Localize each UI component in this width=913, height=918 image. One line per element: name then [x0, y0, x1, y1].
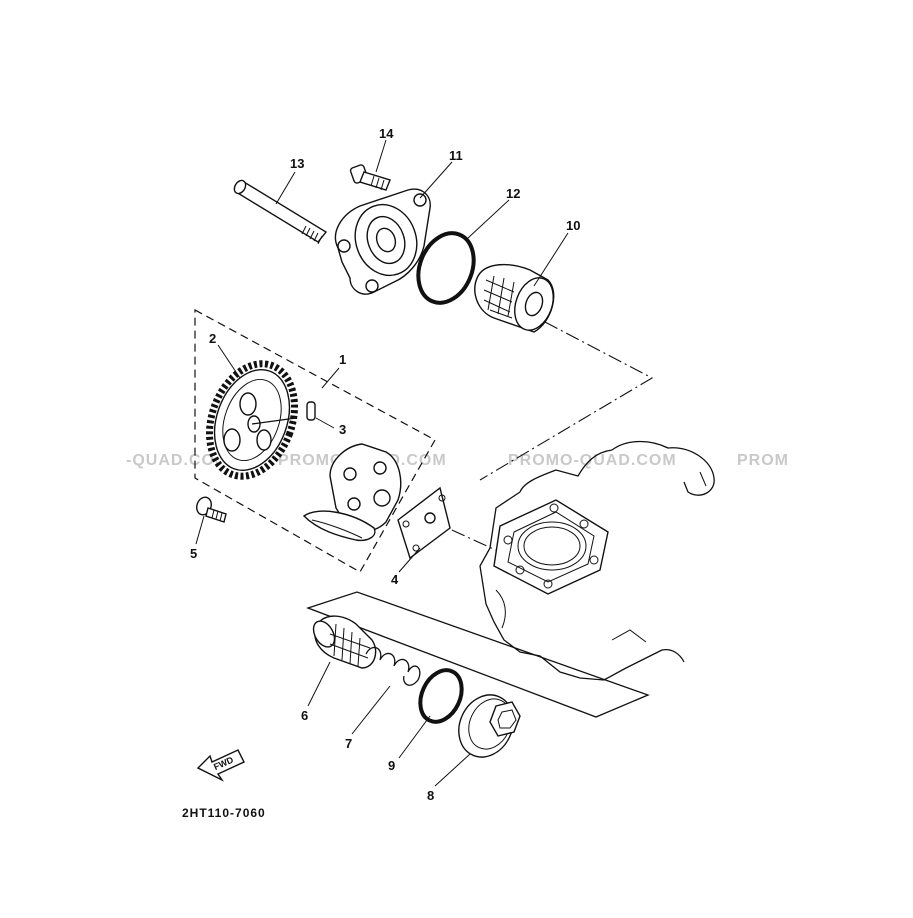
callout-3: 3 [339, 422, 346, 437]
drain-plug [458, 694, 521, 758]
oil-strainer [312, 615, 377, 669]
filter-cover [334, 188, 431, 295]
callout-14: 14 [379, 126, 394, 141]
o-ring-large [416, 231, 476, 305]
watermark-right: PROM [737, 452, 789, 469]
long-bolt [233, 179, 328, 245]
o-ring-small [418, 668, 464, 724]
short-screw [349, 164, 391, 191]
callout-12: 12 [506, 186, 520, 201]
callout-7: 7 [345, 736, 352, 751]
callout-8: 8 [427, 788, 434, 803]
callout-11: 11 [449, 148, 463, 163]
strainer-group-box [306, 591, 650, 718]
callout-4: 4 [391, 572, 399, 587]
spring [365, 646, 421, 686]
drawing-code: 2HT110-7060 [182, 806, 266, 820]
forward-arrow: FWD [196, 749, 245, 782]
callout-9: 9 [388, 758, 395, 773]
filter-alignment-line [479, 321, 654, 481]
watermark-center-right: PROMO-QUAD.COM [508, 452, 677, 469]
callout-1: 1 [339, 352, 346, 367]
driven-gear [205, 360, 299, 480]
dowel-pin [306, 401, 316, 421]
pump-plate [397, 486, 451, 560]
callout-2: 2 [209, 331, 216, 346]
callout-13: 13 [290, 156, 304, 171]
pump-assembly-group-box [194, 308, 436, 573]
oil-pump-body [302, 443, 402, 542]
callout-10: 10 [566, 218, 580, 233]
pump-screw [196, 496, 227, 523]
callout-labels: 1 2 3 4 5 6 7 8 9 10 11 12 13 14 [190, 126, 580, 803]
watermark: -QUAD.COM PROMO-QUAD.COM PROMO-QUAD.COM … [126, 452, 789, 469]
crankcase [479, 440, 715, 681]
callout-6: 6 [301, 708, 308, 723]
oil-filter-element [474, 263, 555, 333]
watermark-left: -QUAD.COM [126, 452, 229, 469]
callout-5: 5 [190, 546, 197, 561]
leader-lines [195, 139, 569, 787]
